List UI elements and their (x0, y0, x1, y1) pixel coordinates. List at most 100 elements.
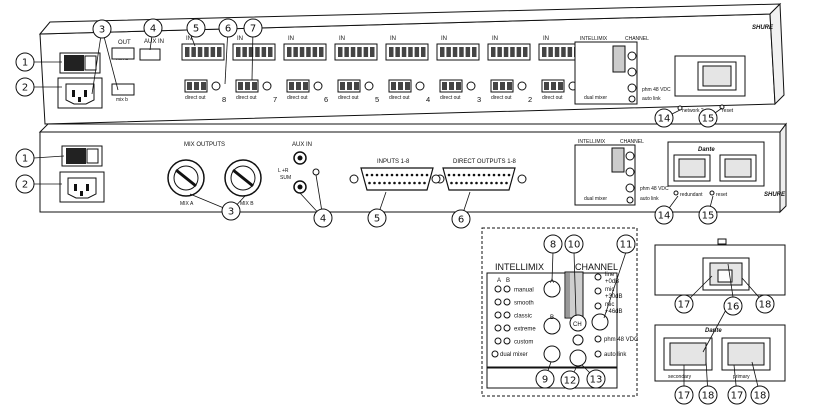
callout-number: 2 (22, 83, 28, 94)
channel-number-3: 3 (477, 95, 481, 104)
top-intellimix-panel: INTELLIMIX CHANNEL dual mixer phm 48 VDC… (574, 36, 671, 105)
mode-label-extreme: extreme (514, 327, 536, 333)
callout-number: 5 (193, 24, 199, 35)
callout-number: 12 (564, 376, 577, 387)
mode-row-manual: manual (494, 285, 534, 294)
callout-number: 17 (678, 391, 691, 402)
callout-number: 18 (702, 391, 715, 402)
dual-mixer-button[interactable] (543, 345, 561, 363)
bottom-reset-label: reset (716, 192, 728, 198)
lr-sum-label: L +R (278, 168, 289, 174)
bottom-aux-in-label: AUX IN (292, 142, 312, 148)
mode-label-smooth: smooth (514, 301, 534, 307)
mix-b-button[interactable] (543, 317, 561, 335)
callout-number: 15 (702, 211, 715, 222)
bottom-power-switch (61, 145, 103, 167)
inputs-label: INPUTS 1-8 (377, 159, 410, 165)
callout-number: 7 (250, 24, 256, 35)
top-reset-label: reset (722, 108, 734, 114)
callout-15: 15 (698, 205, 718, 225)
callout-18: 18 (755, 294, 775, 314)
direct-out-label-2: direct out (491, 95, 512, 101)
callout-number: 4 (320, 214, 326, 225)
callout-number: 10 (568, 240, 581, 251)
callout-9: 9 (535, 369, 555, 389)
callout-16: 16 (723, 296, 743, 316)
callout-13: 13 (586, 369, 606, 389)
channel-number-6: 6 (324, 95, 328, 104)
callout-5: 5 (186, 18, 206, 38)
channel-select-button[interactable] (569, 314, 587, 332)
callout-3: 3 (221, 201, 241, 221)
gain-0db: +0dB (605, 279, 619, 285)
bottom-power-inlet (59, 171, 105, 203)
callout-number: 2 (22, 180, 28, 191)
auto-link-button[interactable] (569, 349, 587, 367)
btn-b-label: B (550, 315, 554, 321)
callout-number: 14 (658, 114, 671, 125)
db25-inputs (349, 167, 445, 191)
callout-8: 8 (543, 234, 563, 254)
aux-in-label: AUX IN (144, 39, 164, 45)
channel-number-2: 2 (528, 95, 532, 104)
callout-10: 10 (564, 234, 584, 254)
col-b-label: B (506, 278, 510, 284)
callout-number: 16 (727, 302, 740, 313)
direct-out-label-4: direct out (389, 95, 410, 101)
sum-label: SUM (280, 175, 291, 181)
btn-ch-label: CH (573, 322, 582, 328)
channel-number-4: 4 (426, 95, 430, 104)
direct-outputs-label: DIRECT OUTPUTS 1-8 (453, 159, 517, 165)
callout-number: 8 (550, 240, 556, 251)
callout-number: 3 (228, 207, 234, 218)
callout-11: 11 (616, 234, 636, 254)
bottom-dual-mixer: dual mixer (584, 196, 607, 202)
in-label-8: IN (186, 36, 192, 42)
callout-number: 1 (22, 154, 28, 165)
bottom-auto-link: auto link (640, 196, 659, 202)
direct-out-label-1: direct out (542, 95, 563, 101)
callout-number: 3 (99, 25, 105, 36)
mode-label-manual: manual (514, 288, 534, 294)
bottom-intellimix-label: INTELLIMIX (578, 139, 606, 145)
callout-number: 17 (731, 391, 744, 402)
mix-b-terminal (111, 83, 135, 96)
top-dual-mixer: dual mixer (584, 95, 607, 101)
power-switch (59, 52, 101, 74)
callout-18: 18 (698, 385, 718, 405)
detail-channel-label: CHANNEL (575, 262, 618, 272)
callout-7: 7 (243, 18, 263, 38)
mode-row-custom: custom (494, 337, 533, 346)
gain-line: line (605, 272, 615, 278)
bottom-brand: SHURE (764, 192, 786, 198)
secondary-label: secondary (668, 374, 692, 380)
callout-18: 18 (750, 385, 770, 405)
dual-mixer-label: dual mixer (500, 352, 528, 358)
top-brand: SHURE (752, 25, 774, 31)
mix-b-label: mix b (116, 97, 128, 103)
mode-row-extreme: extreme (494, 324, 536, 333)
callout-2: 2 (15, 77, 35, 97)
direct-out-label-5: direct out (338, 95, 359, 101)
callout-number: 15 (702, 114, 715, 125)
callout-number: 14 (658, 211, 671, 222)
bottom-rear-panel: MIX OUTPUTS MIX A MIX B AUX IN L +R SUM … (38, 122, 787, 214)
gain-30db: +30dB (605, 294, 623, 300)
direct-out-label-8: direct out (185, 95, 206, 101)
bottom-dante-logo: Dante (698, 147, 715, 153)
xlr-mix-b-label: MIX B (240, 201, 254, 207)
callout-number: 6 (458, 215, 464, 226)
col-a-label: A (497, 278, 501, 284)
top-auto-link: auto link (642, 96, 661, 102)
callout-1: 1 (15, 52, 35, 72)
gain-button[interactable] (591, 313, 609, 331)
